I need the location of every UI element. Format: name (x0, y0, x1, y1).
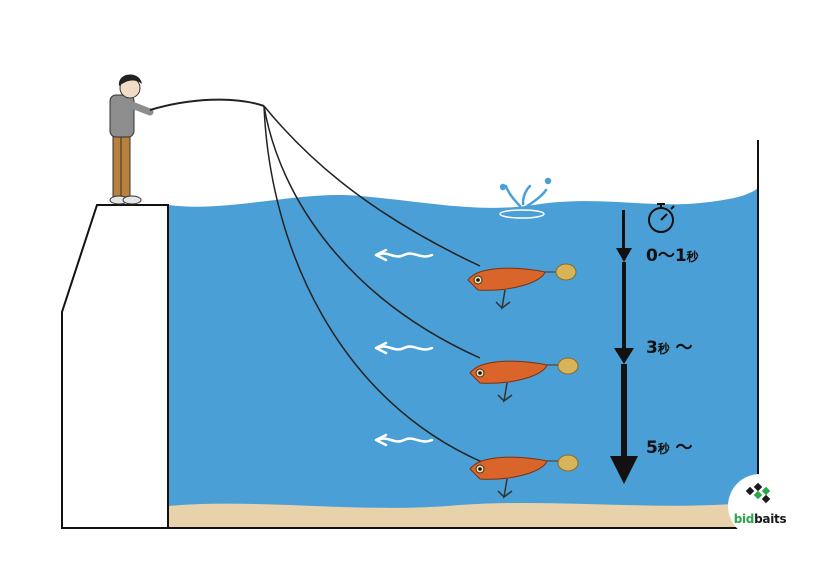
swim-direction-arrow-icon (374, 248, 434, 447)
time-label-5-unit: 秒 (657, 442, 670, 456)
bidbaits-logo-text: bidbaits (728, 512, 792, 526)
lure-1 (467, 263, 577, 310)
pier (61, 204, 169, 529)
sand-bottom (168, 502, 758, 528)
angler-figure (109, 74, 265, 205)
stopwatch-icon (648, 203, 675, 233)
lure-3 (469, 454, 579, 499)
water-splash-icon (499, 177, 552, 219)
fishing-line-3 (263, 105, 483, 463)
time-label-3-value: 3 (646, 338, 658, 358)
time-label-0-1: 0〜1秒 (646, 241, 699, 266)
bidbaits-logo: bidbaits (728, 474, 792, 538)
time-label-0-1-value: 0〜1 (646, 246, 687, 266)
water-body (168, 188, 758, 528)
time-label-3: 3秒 〜 (646, 333, 692, 358)
time-label-3-suffix: 〜 (675, 338, 693, 358)
time-label-0-1-unit: 秒 (686, 250, 699, 264)
time-label-5-value: 5 (646, 438, 658, 458)
sinking-arrow-icon (610, 210, 638, 484)
bidbaits-logo-mark-icon (745, 482, 771, 504)
logo-text-baits: baits (754, 512, 787, 526)
fishing-rod (149, 98, 265, 111)
time-label-5: 5秒 〜 (646, 433, 692, 458)
fishing-line-2 (263, 105, 481, 359)
logo-text-bid: bid (733, 512, 755, 526)
fishing-line-1 (263, 105, 481, 267)
time-label-5-suffix: 〜 (675, 438, 693, 458)
time-label-3-unit: 秒 (657, 342, 670, 356)
lure-2 (469, 357, 579, 403)
